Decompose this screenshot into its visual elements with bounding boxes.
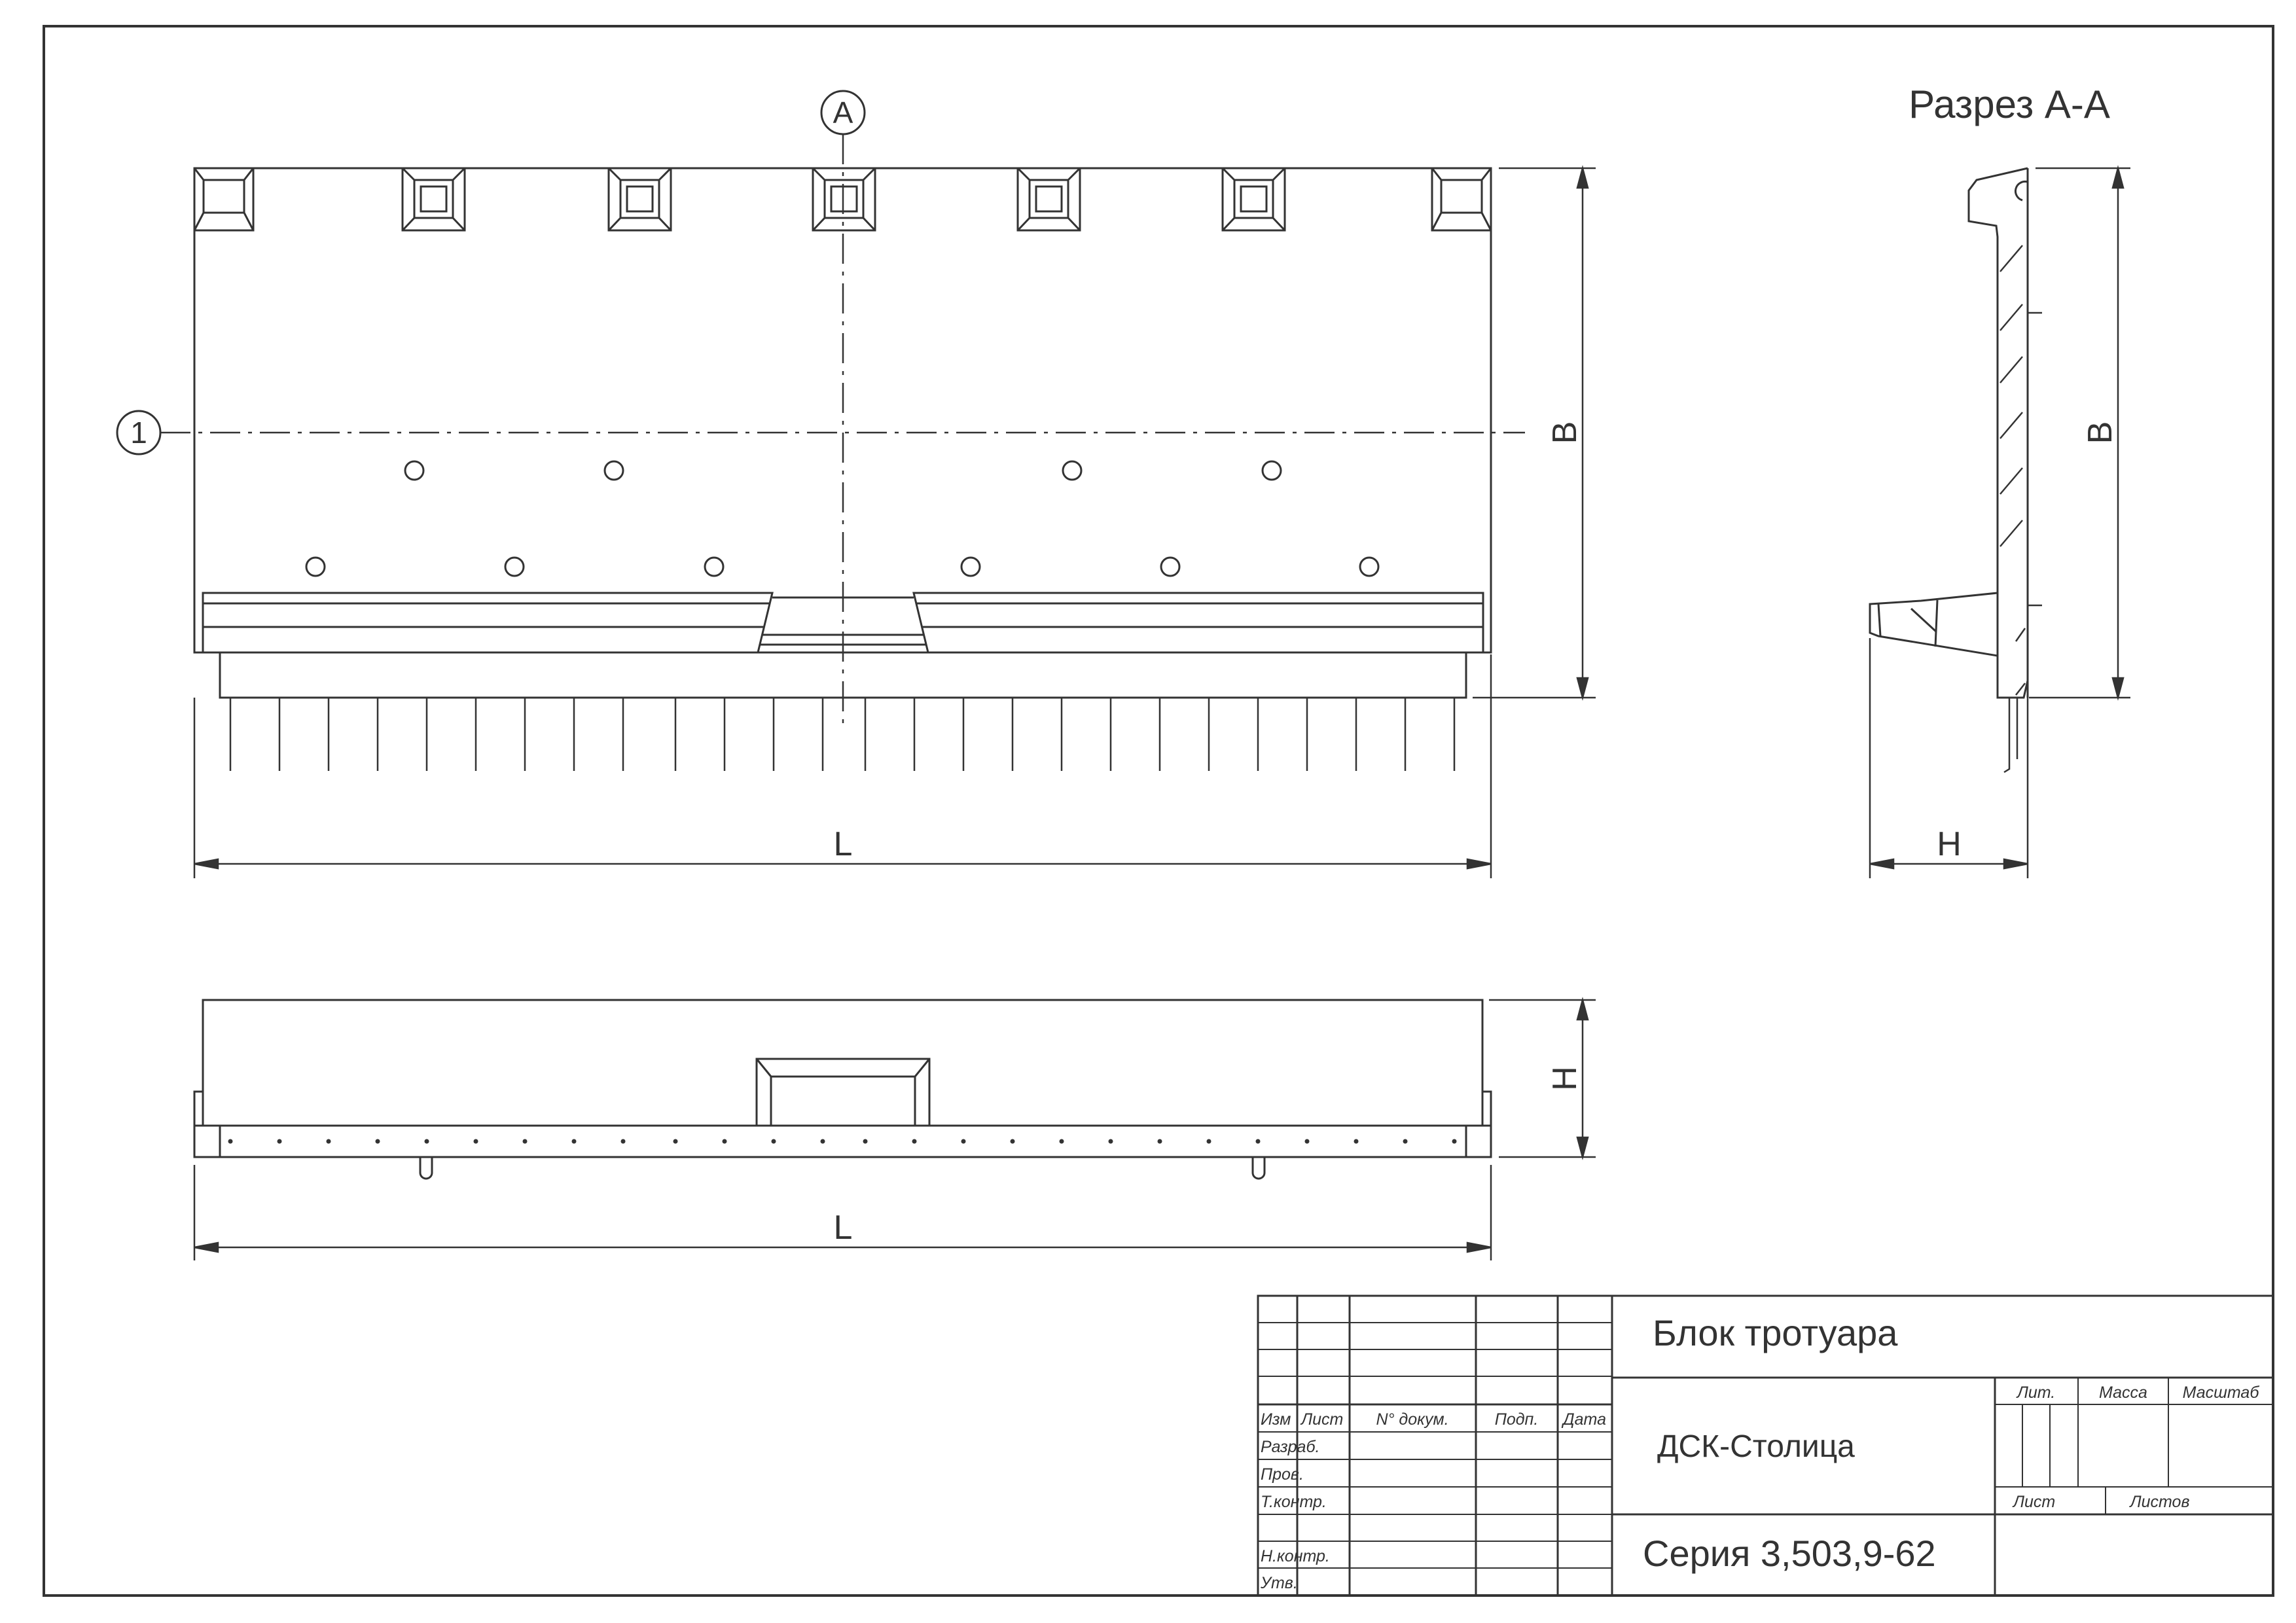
plan-dim-l [193,654,1492,878]
plan-view [116,90,1596,878]
title-date: Дата [1561,1410,1606,1429]
title-izm: Изм [1261,1410,1291,1429]
sheet-label: Лист [2012,1493,2055,1511]
organization: ДСК-Столица [1657,1429,1855,1464]
front-recess [755,1058,931,1126]
section-outline [1967,167,2029,699]
title-doc: N° докум. [1376,1410,1448,1429]
section-view [1869,165,2130,878]
front-pin-right [1251,1157,1266,1180]
title-sign: Подп. [1495,1410,1539,1429]
section-dim-h-label: Н [1937,825,1962,863]
role-razrab: Разраб. [1261,1438,1319,1456]
role-nkontr: Н.контр. [1261,1547,1330,1565]
section-slab [1869,592,1998,657]
role-tkontr: Т.контр. [1261,1493,1327,1511]
axis-a-label: А [833,96,853,130]
masshtab-label: Масштаб [2183,1383,2260,1402]
section-dim-b-label: В [2081,421,2119,444]
title-block [1257,1294,2274,1597]
plan-dim-b-label: В [1546,421,1584,444]
section-title: Разрез А-А [1909,82,2110,126]
axis-a-marker [820,90,866,135]
front-dim-h [1489,997,1596,1160]
massa-label: Масса [2099,1383,2147,1402]
drawing-name: Блок тротуара [1653,1312,1898,1353]
section-dim-b [2029,165,2130,701]
sheets-label: Листов [2128,1493,2189,1511]
role-utv: Утв. [1260,1574,1298,1592]
plan-dim-l-label: L [834,825,853,863]
title-list: Лист [1300,1410,1343,1429]
front-view [193,997,1596,1260]
axis-1-label: 1 [130,416,147,450]
plan-dim-b [1473,165,1596,701]
lifting-sockets [193,167,1492,232]
front-base [193,1124,1492,1158]
series: Серия 3,503,9-62 [1643,1533,1936,1574]
front-dim-h-label: Н [1546,1066,1584,1091]
lit-label: Лит. [2016,1383,2056,1402]
section-dim-h [1869,638,2029,878]
plan-holes [305,460,1380,577]
role-prov: Пров. [1261,1465,1304,1484]
front-pin-left [419,1157,433,1180]
section-hatch [2000,245,2026,696]
rebar-ends [229,698,1456,771]
front-dots [228,1139,1457,1144]
axis-1-marker [116,410,162,455]
front-dim-l-label: L [834,1209,853,1247]
front-dim-l [193,1165,1492,1260]
sheet-frame [43,25,2274,1597]
